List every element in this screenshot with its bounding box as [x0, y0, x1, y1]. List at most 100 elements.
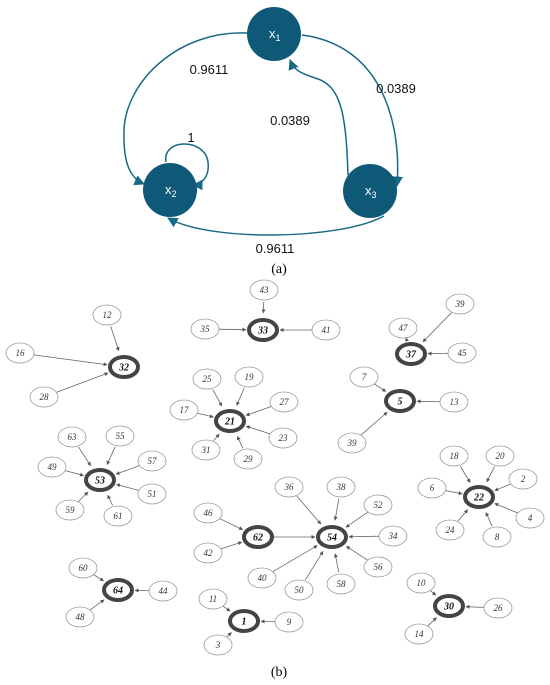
leaf-label-3-of-1: 3: [215, 640, 221, 650]
hub-label-62: 62: [253, 533, 263, 544]
edge-x2-to-x2: [165, 143, 209, 191]
leaf-node-55-of-53: [105, 425, 135, 447]
hub-label-22: 22: [473, 493, 484, 504]
leaf-label-35-of-33: 35: [200, 324, 211, 334]
leaf-node-4-of-22: [515, 507, 545, 529]
hub-label-1: 1: [242, 617, 247, 628]
leaf-label-38-of-54: 38: [336, 482, 347, 492]
leaf-node-50-of-54: [284, 579, 314, 601]
leaf-node-12-of-32: [92, 304, 122, 326]
leaf-label-46-of-62: 46: [204, 508, 214, 518]
edge-x1-to-x2: [123, 32, 248, 186]
transition-edges: [123, 32, 403, 236]
leaf-label-49-of-53: 49: [48, 462, 58, 472]
edge-23-to-21: [245, 425, 272, 435]
edge-27-to-21: [245, 405, 273, 417]
hub-node-5: [384, 389, 416, 413]
label-x1-to-x2: 0.9611: [190, 62, 229, 77]
edge-11-to-1: [222, 605, 231, 612]
leaf-node-39-of-5: [337, 432, 367, 454]
leaf-node-35-of-33: [190, 318, 220, 340]
edge-14-to-30: [427, 617, 437, 627]
edge-57-to-53: [115, 464, 141, 475]
leaf-label-63-of-53: 63: [68, 432, 78, 442]
hub-label-37: 37: [405, 350, 417, 361]
hub-node-22: [463, 485, 495, 509]
edge-51-to-53: [116, 483, 141, 492]
hub-node-21: [214, 409, 246, 433]
hub-label-32: 32: [118, 363, 129, 374]
leaf-node-36-of-54: [274, 476, 304, 498]
leaf-node-59-of-53: [55, 499, 85, 521]
hub-node-37: [395, 342, 427, 366]
edge-36-to-54: [296, 495, 322, 525]
edge-17-to-21: [195, 412, 214, 419]
leaf-node-63-of-53: [57, 426, 87, 448]
leaf-label-50-of-54: 50: [295, 585, 305, 595]
edge-61-to-53: [107, 494, 113, 506]
edge-20-to-22: [486, 466, 495, 483]
leaf-node-24-of-22: [435, 519, 465, 541]
hub-label-64: 64: [113, 586, 123, 597]
edge-25-to-21: [212, 389, 223, 407]
edge-x3-to-x2: [167, 215, 385, 236]
leaf-node-16-of-32: [5, 342, 35, 364]
leaf-label-7-of-5: 7: [362, 372, 367, 382]
edge-59-to-53: [78, 491, 89, 502]
leaf-label-48-of-64: 48: [76, 612, 86, 622]
edge-50-to-54: [305, 551, 324, 581]
edge-12-to-32: [110, 326, 120, 352]
leaf-node-42-of-62: [193, 542, 223, 564]
leaf-label-10-of-30: 10: [417, 578, 427, 588]
leaf-label-11-of-1: 11: [209, 594, 217, 604]
leaf-node-52-of-54: [363, 494, 393, 516]
state-label-x2: x2: [165, 182, 177, 199]
label-x3-to-x1: 0.0389: [270, 113, 310, 128]
hub-node-64: [102, 578, 134, 602]
leaf-node-7-of-5: [349, 366, 379, 388]
leaf-node-40-of-54: [247, 567, 277, 589]
label-x1-to-x3: 0.0389: [376, 81, 416, 96]
hub-label-53: 53: [95, 476, 105, 487]
leaf-node-27-of-21: [269, 391, 299, 413]
leaf-node-3-of-1: [203, 634, 233, 656]
edge-19-to-21: [236, 387, 245, 406]
leaf-node-47-of-37: [388, 317, 418, 339]
leaf-label-2-of-22: 2: [521, 474, 526, 484]
edge-28-to-32: [55, 372, 109, 394]
edge-48-to-64: [89, 599, 105, 611]
leaf-label-58-of-54: 58: [337, 579, 347, 589]
leaf-node-11-of-1: [198, 588, 228, 610]
hub-node-32: [108, 355, 140, 379]
edge-10-to-30: [430, 590, 437, 596]
leaf-node-18-of-22: [439, 445, 469, 467]
leaf-node-2-of-22: [508, 468, 538, 490]
edge-39-to-5: [360, 411, 388, 436]
edge-8-to-22: [485, 512, 493, 527]
leaf-label-16-of-32: 16: [16, 348, 26, 358]
edge-55-to-53: [106, 446, 116, 465]
leaf-node-49-of-53: [37, 456, 67, 478]
hub-label-54: 54: [327, 533, 337, 544]
leaf-node-34-of-54: [378, 525, 408, 547]
edge-x3-to-x1: [288, 59, 349, 176]
leaf-label-56-of-54: 56: [374, 562, 384, 572]
edge-18-to-22: [459, 466, 471, 483]
leaf-label-6-of-22: 6: [430, 483, 435, 493]
leaf-label-39-of-5: 39: [347, 438, 358, 448]
leaf-node-25-of-21: [192, 368, 222, 390]
caption-a: (a): [271, 262, 287, 277]
label-x2-to-x2: 1: [187, 130, 194, 145]
leaf-label-12-of-32: 12: [103, 310, 113, 320]
leaf-label-43-of-33: 43: [260, 285, 270, 295]
edge-7-to-5: [373, 383, 387, 392]
edge-49-to-53: [63, 469, 84, 477]
leaf-node-51-of-53: [137, 483, 167, 505]
edge-16-to-32: [31, 354, 108, 367]
leaf-label-4-of-22: 4: [528, 513, 533, 523]
leaf-node-44-of-64: [148, 580, 178, 602]
edge-26-to-30: [465, 604, 487, 609]
leaf-node-28-of-32: [29, 386, 59, 408]
leaf-node-39-of-37: [445, 293, 475, 315]
